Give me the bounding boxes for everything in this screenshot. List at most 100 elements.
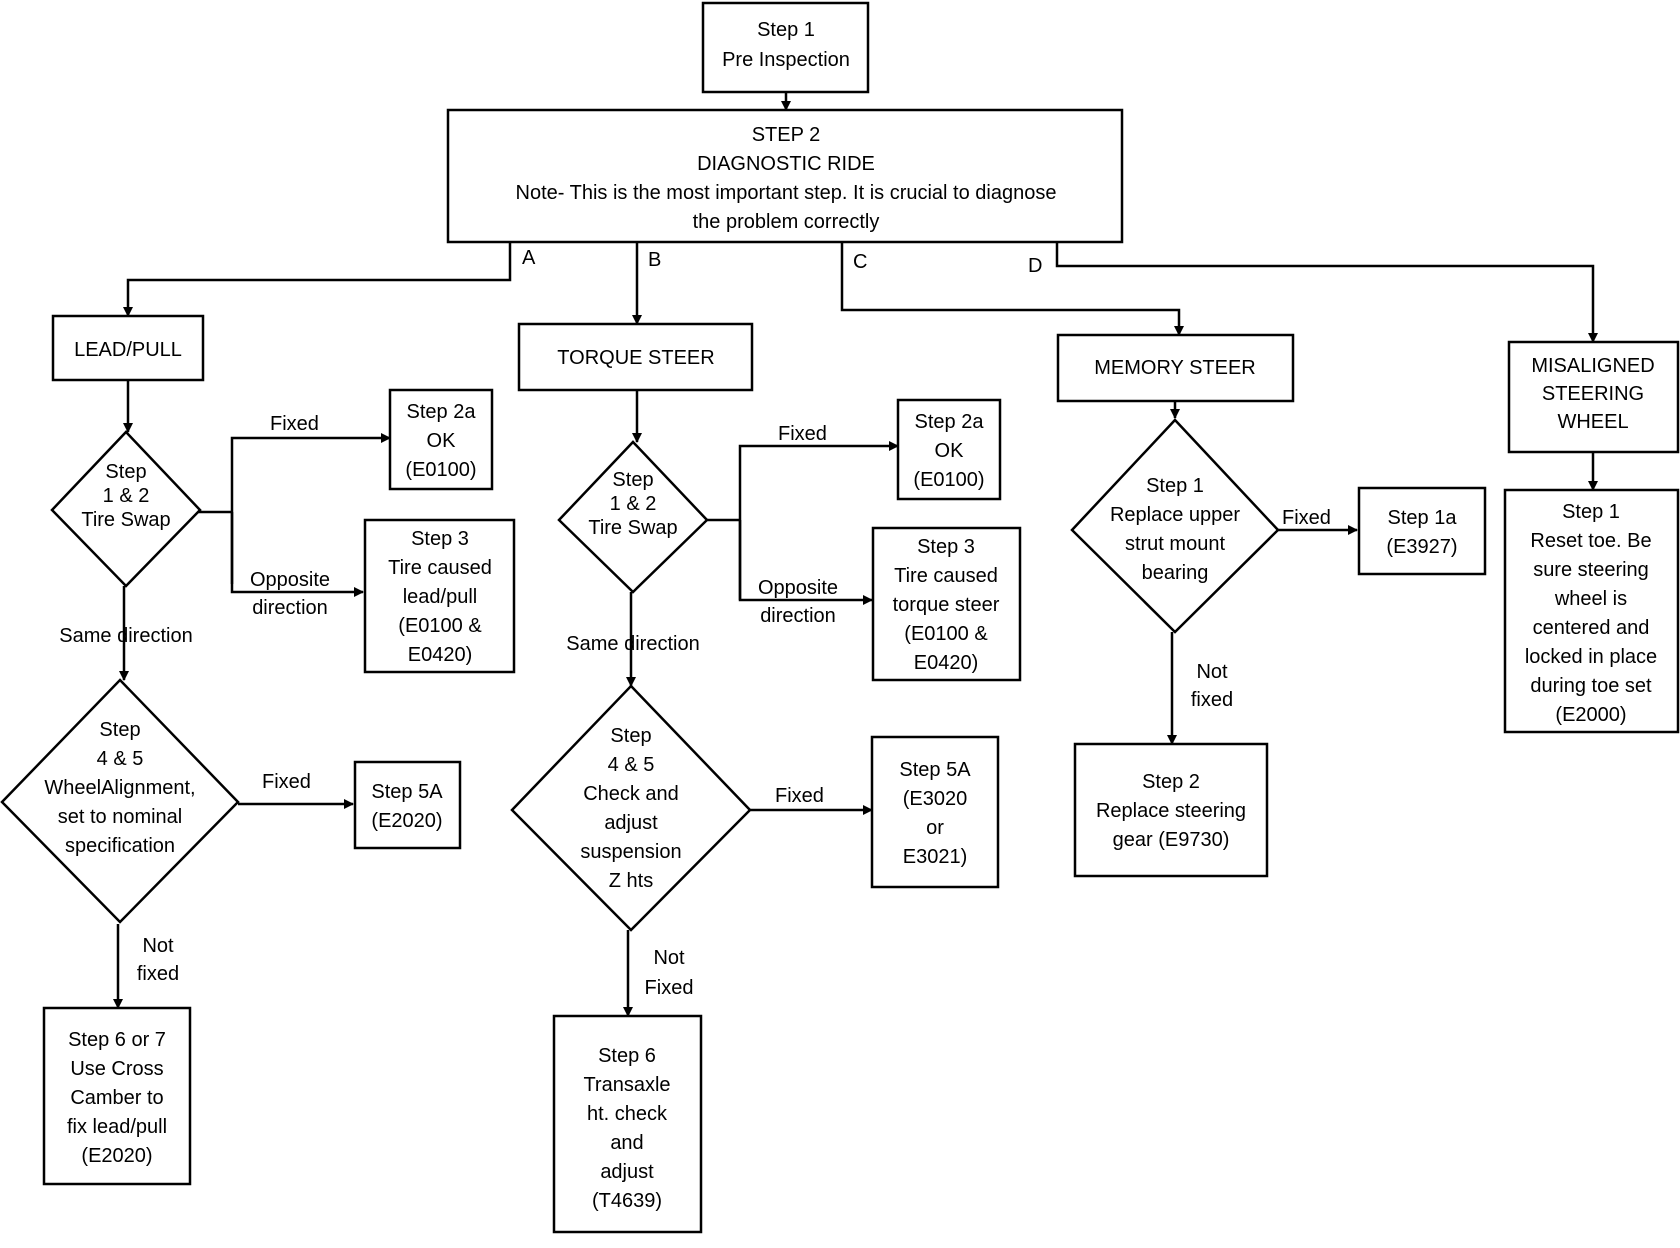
a-step5a-text-line-2: (E2020) [371,810,442,832]
c-step1a-text-line-1: Step 1a [1388,507,1458,529]
a-fixed2-label: Fixed [262,771,311,793]
lead-pull-text: LEAD/PULL [74,339,182,361]
a-step67-box [42,1006,192,1186]
c-notfixed-label-line-2: fixed [1191,689,1233,711]
a-step3-text-line-5: E0420) [408,644,473,666]
branch-label-c: C [853,251,867,273]
b-step2a-text-line-1: Step 2a [915,411,985,433]
misaligned-box [1507,340,1680,454]
b-opposite-label-line-1: Opposite [758,577,838,599]
b-same-label: Same direction [566,633,699,655]
b-suspension-text-line-6: Z hts [609,870,653,892]
a-step5a-box [353,760,462,850]
b-step5a-text-line-3: or [926,817,944,839]
a-step67-text-line-4: fix lead/pull [67,1116,167,1138]
b-tire-swap-diamond [557,440,709,594]
a-step3-text-line-2: Tire caused [388,557,492,579]
a-step67-text-line-1: Step 6 or 7 [68,1029,166,1051]
connectors [113,92,1598,1017]
edge-b-opposite [738,520,873,605]
b-opposite-label: Opposite direction [758,577,838,627]
c-fixed-label: Fixed [1282,507,1331,529]
a-step5a-text-line-1: Step 5A [371,781,443,803]
d-step1-text-line-5: centered and [1533,617,1650,639]
b-fixed2-label: Fixed [775,785,824,807]
a-same-label: Same direction [59,625,192,647]
misaligned-text-line-2: STEERING [1542,383,1644,405]
b-notfixed-label-line-2: Fixed [645,977,694,999]
a-tire-swap-diamond [50,430,202,588]
c-step1a-text: Step 1a (E3927) [1386,507,1457,558]
b-step3-text-line-4: (E0100 & [904,623,988,645]
c-step1a-text-line-2: (E3927) [1386,536,1457,558]
b-tire-swap-text-line-2: 1 & 2 [610,493,657,515]
a-tire-swap-text-line-3: Tire Swap [81,509,170,531]
a-step3-text-line-4: (E0100 & [398,615,482,637]
c-step2-text-line-1: Step 2 [1142,771,1200,793]
memory-steer-text-line-1: MEMORY STEER [1094,357,1256,379]
a-step3-box [363,518,516,674]
lead-pull-text-line-1: LEAD/PULL [74,339,182,361]
a-step67-text-line-2: Use Cross [70,1058,163,1080]
step1-text-line-1: Step 1 [757,19,815,41]
branch-label-a: A [522,247,536,269]
b-suspension-text-line-4: adjust [604,812,658,834]
b-step5a-box [870,735,1000,889]
b-tire-swap-text-line-1: Step [612,469,653,491]
edge-a-opposite [230,512,364,597]
memory-steer-box [1056,333,1295,403]
d-step1-text-line-8: (E2000) [1555,704,1626,726]
b-opposite-label-line-2: direction [760,605,836,627]
c-step1a-box [1357,486,1487,576]
edge-step2-memory-steer [840,242,1184,336]
step2-text-line-1: STEP 2 [752,124,821,146]
a-step2a-text-line-2: OK [427,430,457,452]
memory-steer-text: MEMORY STEER [1094,357,1256,379]
b-notfixed-label-line-1: Not [653,947,685,969]
b-tire-swap-text-line-3: Tire Swap [588,517,677,539]
a-tire-swap-text-line-2: 1 & 2 [103,485,150,507]
d-step1-box [1503,488,1680,734]
edge-step2-lead-pull [123,242,512,317]
b-step5a-text-line-1: Step 5A [899,759,971,781]
step2-box [446,108,1124,244]
b-step6-text-line-2: Transaxle [583,1074,670,1096]
b-step3-text-line-5: E0420) [914,652,979,674]
misaligned-text-line-1: MISALIGNED [1531,355,1654,377]
b-step3-text-line-2: Tire caused [894,565,998,587]
a-alignment-text-line-1: Step [99,719,140,741]
a-step2a-box [388,388,494,491]
torque-steer-text-line-1: TORQUE STEER [557,347,714,369]
b-step6-text-line-4: and [610,1132,643,1154]
a-step2a-text-line-3: (E0100) [405,459,476,481]
b-step5a-text-line-4: E3021) [903,846,968,868]
d-step1-text-line-4: wheel is [1554,588,1627,610]
torque-steer-text: TORQUE STEER [557,347,714,369]
b-step2a-text-line-3: (E0100) [913,469,984,491]
b-suspension-text-line-1: Step [610,725,651,747]
a-tire-swap-text-line-1: Step [105,461,146,483]
torque-steer-box [517,322,754,392]
c-step1-text-line-3: strut mount [1125,533,1225,555]
a-fixed-label: Fixed [270,413,319,435]
a-step67-text-line-5: (E2020) [81,1145,152,1167]
b-fixed-label: Fixed [778,423,827,445]
b-step6-text-line-3: ht. check [587,1103,668,1125]
lead-pull-box [51,314,205,382]
step2-text-line-2: DIAGNOSTIC RIDE [697,153,875,175]
